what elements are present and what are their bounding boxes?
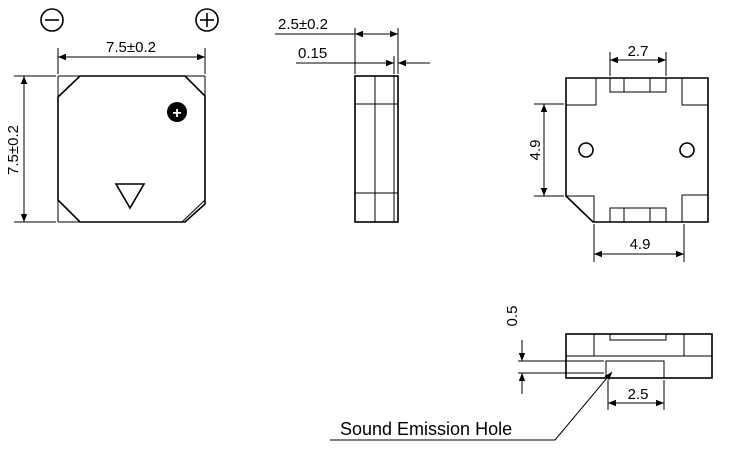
section-view-depth-label: 0.5 — [504, 306, 521, 327]
top-view-height-dimension: 7.5±0.2 — [5, 75, 56, 223]
side-view-offset-label: 0.15 — [298, 45, 327, 62]
section-view-hole-width-label: 2.5 — [628, 386, 649, 403]
section-view-hole-width-dimension: 2.5 — [607, 380, 665, 410]
minus-terminal-icon — [40, 8, 64, 32]
section-view-depth-dimension: 0.5 — [504, 306, 604, 394]
side-view — [354, 75, 399, 223]
bottom-view-pad-height-label: 4.9 — [527, 140, 544, 161]
positive-marker-symbol: + — [172, 105, 181, 122]
orientation-triangle-icon — [114, 183, 146, 210]
bottom-view-pad-width-dimension: 2.7 — [609, 43, 667, 76]
bottom-view-pad-height-dimension: 4.9 — [527, 103, 564, 197]
side-view-offset-dimension: 0.15 — [296, 45, 430, 74]
section-view — [565, 333, 713, 379]
side-view-thickness-label: 2.5±0.2 — [278, 16, 328, 33]
top-view: + — [57, 75, 206, 223]
top-view-width-label: 7.5±0.2 — [106, 39, 156, 56]
top-view-width-dimension: 7.5±0.2 — [57, 39, 206, 74]
top-view-height-label: 7.5±0.2 — [5, 125, 22, 175]
bottom-view-pad-span-dimension: 4.9 — [593, 224, 685, 262]
bottom-view-pad-width-label: 2.7 — [628, 43, 649, 60]
bottom-view — [565, 77, 709, 223]
positive-marker-icon: + — [167, 102, 187, 122]
bottom-view-pad-span-label: 4.9 — [630, 236, 651, 253]
mount-hole-right-icon — [679, 142, 695, 158]
plus-terminal-icon — [195, 8, 219, 32]
sound-emission-hole-label: Sound Emission Hole — [340, 419, 512, 439]
side-view-thickness-dimension: 2.5±0.2 — [275, 16, 399, 74]
sound-emission-callout: Sound Emission Hole — [330, 371, 613, 441]
mount-hole-left-icon — [578, 142, 594, 158]
